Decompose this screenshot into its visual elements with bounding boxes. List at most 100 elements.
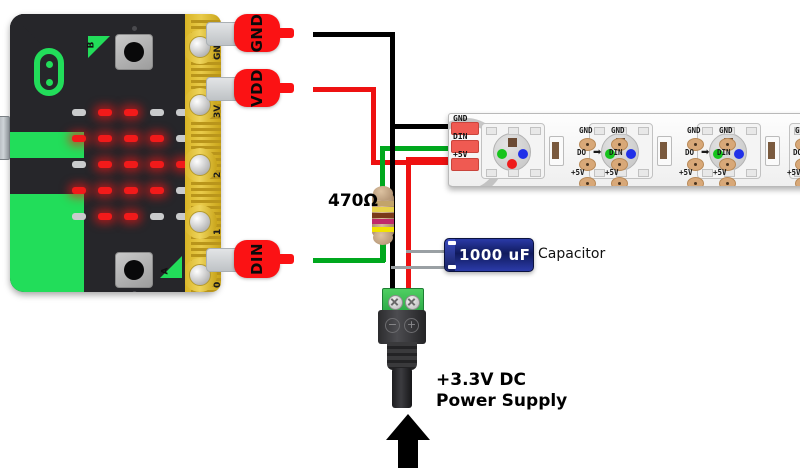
button-b-mount-hole	[132, 26, 137, 31]
screw-terminal-positive[interactable]	[405, 295, 420, 310]
strip-pad-label-din: DIN	[609, 148, 623, 157]
strip-pad-5v[interactable]	[611, 177, 628, 186]
strip-led-solder-tab	[530, 127, 541, 135]
led-2-3	[150, 161, 164, 168]
terminal-negative-marker: −	[385, 318, 400, 333]
clip-vdd-label: VDD	[248, 68, 266, 108]
strip-led-channel-green	[713, 149, 723, 159]
strip-pad-do[interactable]	[687, 158, 704, 171]
capacitor-value-label: 1000 uF	[459, 246, 531, 264]
strip-led-solder-tab	[486, 169, 497, 177]
led-1-1	[98, 135, 112, 142]
strip-pad-din[interactable]	[611, 158, 628, 171]
wire-gnd-horizontal-top	[313, 32, 395, 37]
strip-pad-do[interactable]	[579, 158, 596, 171]
strip-pad-label-gnd: GND	[611, 126, 625, 135]
strip-pad-gnd[interactable]	[687, 138, 704, 151]
strip-led-channel-green	[497, 149, 507, 159]
capacitor-polarity-stripe	[445, 239, 455, 271]
resistor-value-label: 470Ω	[328, 191, 378, 211]
edge-pin-1[interactable]	[185, 205, 217, 239]
strip-pad-label-gnd: GND	[719, 126, 733, 135]
strip-data-flow-arrow-icon: ➡	[593, 147, 602, 158]
strip-smd-resistor	[549, 136, 564, 166]
clip-gnd-label: GND	[248, 13, 266, 53]
edge-connector-stripe	[191, 122, 221, 125]
clip-din-body: DIN	[234, 240, 280, 278]
strip-pad-label-din: DIN	[717, 148, 731, 157]
strip-pad-label-gnd: GND	[579, 126, 593, 135]
led-4-4	[176, 213, 190, 220]
clip-vdd-body: VDD	[234, 69, 280, 107]
button-a-label: A	[160, 267, 171, 275]
strip-led-4	[789, 123, 800, 179]
led-3-4	[176, 187, 190, 194]
wire-resistor-lower-lead	[381, 232, 386, 262]
strip-led-solder-tab	[702, 127, 713, 135]
strip-led-channel-green	[605, 149, 615, 159]
led-2-2	[124, 161, 138, 168]
strip-pad-label-do: DO	[793, 148, 800, 157]
strip-pad-5v[interactable]	[719, 177, 736, 186]
strip-led-solder-tab	[530, 169, 541, 177]
strip-smd-resistor	[765, 136, 780, 166]
strip-pad-label-5v: +5V	[571, 168, 585, 177]
clip-din-label: DIN	[248, 242, 266, 276]
strip-terminal-5v[interactable]	[451, 158, 479, 171]
capacitor-lead-negative	[391, 266, 448, 269]
button-a[interactable]	[115, 252, 153, 288]
wire-5v-to-strip	[406, 157, 460, 162]
button-b-label: B	[86, 41, 97, 49]
edge-connector-stripe	[191, 290, 221, 292]
arrow-head	[386, 414, 430, 440]
edge-pin-3v[interactable]	[185, 88, 217, 122]
wire-vdd-to-power-bus	[371, 160, 461, 165]
strip-led-solder-tab	[638, 127, 649, 135]
strip-pad-din[interactable]	[719, 158, 736, 171]
strip-pad-label-5v: +5V	[787, 168, 800, 177]
screw-terminal-negative[interactable]	[388, 295, 403, 310]
strip-pad-gnd[interactable]	[579, 138, 596, 151]
strip-led-solder-tab	[508, 169, 519, 177]
button-b-marker-triangle	[88, 36, 110, 58]
strip-pad-label-5v: +5V	[605, 168, 619, 177]
led-3-0	[72, 187, 86, 194]
wire-vdd-horizontal-top	[313, 87, 376, 92]
edge-pin-label-2: 2	[213, 172, 221, 178]
strip-terminal-gnd[interactable]	[451, 122, 479, 135]
capacitor-lead-positive	[406, 250, 448, 253]
led-0-2	[124, 109, 138, 116]
edge-connector-stripe	[191, 128, 221, 131]
led-2-0	[72, 161, 86, 168]
edge-pin-2[interactable]	[185, 148, 217, 182]
strip-led-channel-blue	[626, 149, 636, 159]
strip-pad-5v[interactable]	[687, 177, 704, 186]
screw-terminal-block[interactable]	[382, 288, 424, 314]
strip-pad-5v[interactable]	[579, 177, 596, 186]
led-0-4	[176, 109, 190, 116]
edge-connector-stripe	[191, 74, 221, 77]
microbit-face-icon	[34, 48, 64, 96]
strip-led-1	[481, 123, 545, 179]
strip-pad-label-5v: +5V	[713, 168, 727, 177]
strip-led-solder-tab	[486, 127, 497, 135]
resistor-band-4	[372, 219, 394, 224]
strip-terminal-label-din: DIN	[453, 132, 468, 141]
led-1-4	[176, 135, 190, 142]
strip-pad-gnd[interactable]	[611, 138, 628, 151]
button-b[interactable]	[115, 34, 153, 70]
led-4-3	[150, 213, 164, 220]
strip-pad-5v[interactable]	[795, 177, 800, 186]
clip-gnd-body: GND	[234, 14, 280, 52]
strip-terminal-din[interactable]	[451, 140, 479, 153]
strip-led-solder-tab	[508, 127, 519, 135]
strip-pad-gnd[interactable]	[719, 138, 736, 151]
capacitor-notch-top	[448, 241, 456, 245]
strip-led-channel-blue	[734, 149, 744, 159]
face-eye-bottom	[45, 79, 53, 86]
dc-power-connector: − +	[378, 288, 426, 408]
clip-din-tail	[278, 254, 294, 264]
led-1-0	[72, 135, 86, 142]
face-eye-top	[45, 61, 53, 68]
strip-led-solder-tab	[594, 169, 605, 177]
